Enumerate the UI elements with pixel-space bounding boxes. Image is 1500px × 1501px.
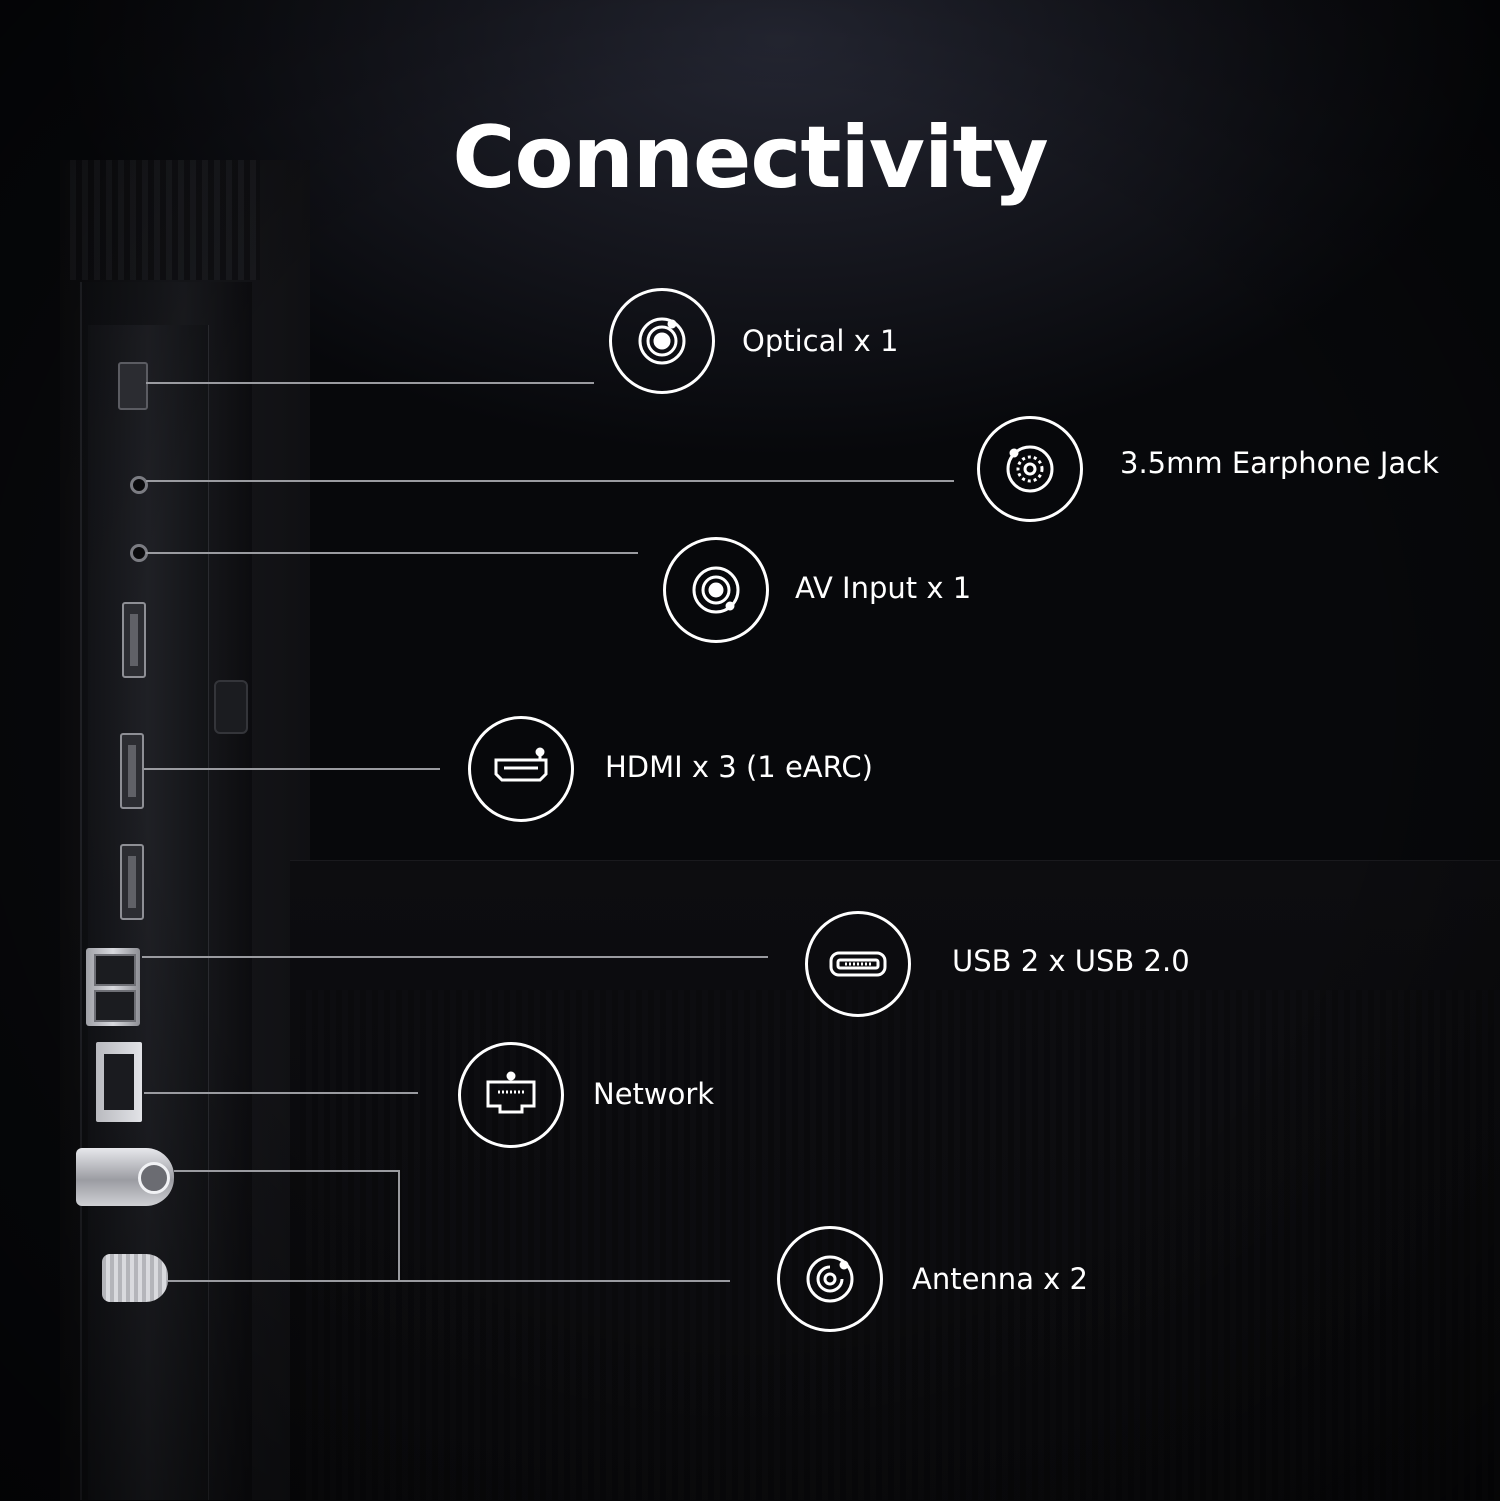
hdmi-line [144, 768, 440, 770]
earphone-jack-port [130, 476, 148, 494]
optical-port [118, 362, 148, 410]
av-line [146, 552, 638, 554]
network-label: Network [593, 1077, 715, 1111]
av-label: AV Input x 1 [795, 571, 972, 605]
antenna-icon [777, 1226, 883, 1332]
optical-line [146, 382, 594, 384]
antenna-port-1 [76, 1148, 174, 1206]
hdmi-icon [468, 716, 574, 822]
usb-icon [805, 911, 911, 1017]
network-port [96, 1042, 142, 1122]
antenna-port-2 [102, 1254, 168, 1302]
hdmi-port-2 [120, 733, 144, 809]
network-icon [458, 1042, 564, 1148]
usb-ports [86, 948, 140, 1026]
network-line [144, 1092, 418, 1094]
antenna-line-1 [174, 1170, 400, 1172]
usb-label: USB 2 x USB 2.0 [952, 944, 1190, 978]
antenna-line-joint [398, 1170, 400, 1282]
power-socket [214, 680, 248, 734]
earphone-line [146, 480, 954, 482]
optical-label: Optical x 1 [742, 324, 899, 358]
earphone-label: 3.5mm Earphone Jack [1120, 446, 1439, 480]
hdmi-port-3 [120, 844, 144, 920]
page-title: Connectivity [452, 108, 1048, 208]
earphone-jack-icon [977, 416, 1083, 522]
hdmi-label: HDMI x 3 (1 eARC) [605, 750, 873, 784]
optical-icon [609, 288, 715, 394]
antenna-line-2 [168, 1280, 730, 1282]
usb-line [142, 956, 768, 958]
antenna-label: Antenna x 2 [912, 1262, 1089, 1296]
av-input-icon [663, 537, 769, 643]
hdmi-port-1 [122, 602, 146, 678]
